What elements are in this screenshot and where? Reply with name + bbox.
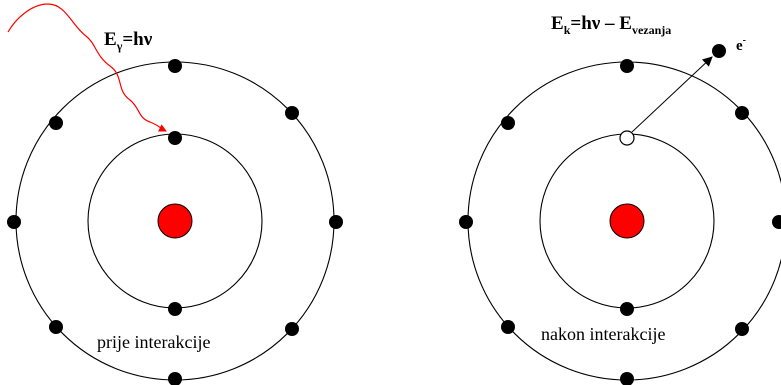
inner-electron [168,302,182,316]
formula-subscript-binding: vezanja [632,23,671,37]
atom-before: Eγ=hν prije interakcije [7,3,343,385]
ejection-arrow [631,56,713,133]
caption-after: nakon interakcije [541,324,665,344]
outer-electron [285,322,299,336]
outer-electron [459,215,473,229]
ejected-electron-label: e- [736,35,746,54]
formula-rest: =hν – E [570,13,632,34]
outer-electron [7,215,21,229]
inner-electron [168,131,182,145]
outer-electron [501,116,515,130]
formula-base: E [104,29,117,50]
nucleus [157,203,193,239]
formula-rest: =hν [122,29,152,50]
outer-electron [285,106,299,120]
outer-electron [168,59,182,73]
incoming-photon-path [7,3,167,132]
outer-electron [168,372,182,385]
inner-electron [620,302,634,316]
electron-charge: - [743,35,746,46]
formula-subscript: k [564,23,571,37]
electron-symbol: e [736,38,743,54]
electron-vacancy [619,130,635,146]
nucleus [609,203,645,239]
outer-electron [501,320,515,334]
formula-subscript: γ [116,39,123,53]
outer-electron [735,106,749,120]
outer-electron [772,215,781,229]
outer-electron [49,320,63,334]
caption-before: prije interakcije [97,332,210,352]
outer-electron [620,59,634,73]
atom-after: e- Ek=hν – Evezanja nakon interakcije [459,13,781,385]
photon-energy-formula: Eγ=hν [104,29,153,53]
outer-electron [49,116,63,130]
outer-electron [329,215,343,229]
ejected-electron [712,44,726,58]
outer-electron [735,322,749,336]
outer-electron [620,372,634,385]
formula-base: E [551,13,564,34]
kinetic-energy-formula: Ek=hν – Evezanja [551,13,671,37]
